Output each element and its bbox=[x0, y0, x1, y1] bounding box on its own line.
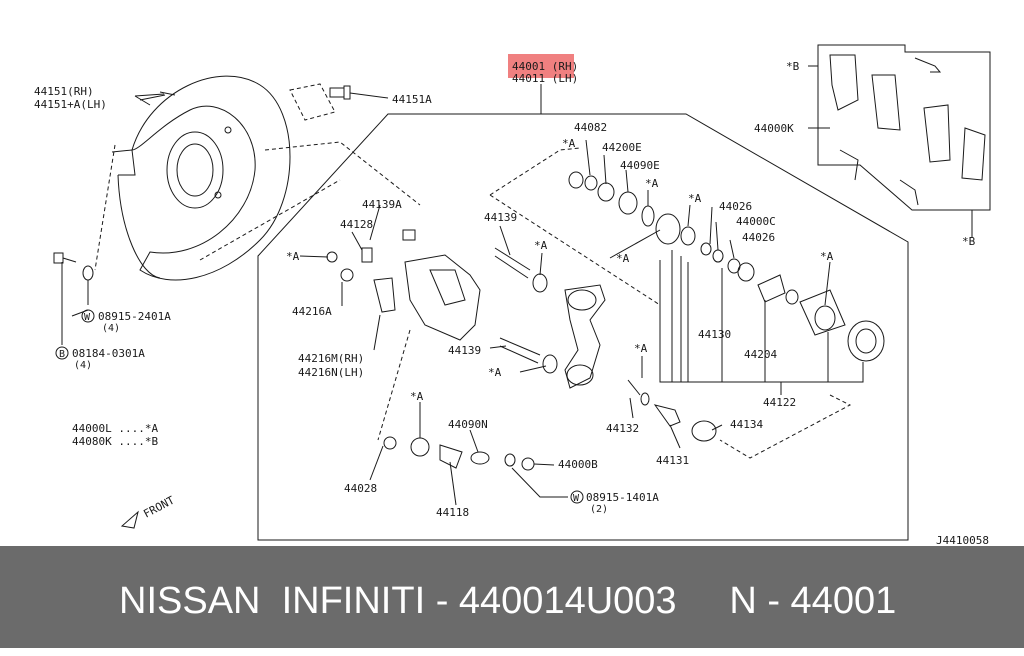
part-number-banner: NISSAN INFINITI - 440014U003 N - 44001 bbox=[0, 546, 1024, 648]
legend-kit-a: 44000L ....*A bbox=[72, 422, 158, 435]
label-44139a[interactable]: 44139A bbox=[362, 198, 402, 211]
label-44118[interactable]: 44118 bbox=[436, 506, 469, 519]
label-08915-2401a[interactable]: 08915-2401A bbox=[98, 310, 171, 323]
label-star-b-top: *B bbox=[786, 60, 800, 73]
label-08184-0301a[interactable]: 08184-0301A bbox=[72, 347, 145, 360]
label-44122[interactable]: 44122 bbox=[763, 396, 796, 409]
washer-symbol-w: W bbox=[84, 312, 91, 323]
label-44090e[interactable]: 44090E bbox=[620, 159, 660, 172]
label-44151-lh[interactable]: 44151+A(LH) bbox=[34, 98, 107, 111]
label-44000k[interactable]: 44000K bbox=[754, 122, 794, 135]
label-44200e[interactable]: 44200E bbox=[602, 141, 642, 154]
label-08915-1401a[interactable]: 08915-1401A bbox=[586, 491, 659, 504]
star-a-marker: *A bbox=[645, 177, 659, 190]
caliper-assembly-outline bbox=[257, 113, 909, 541]
label-44216n[interactable]: 44216N(LH) bbox=[298, 366, 364, 379]
label-44090n[interactable]: 44090N bbox=[448, 418, 488, 431]
star-a-marker: *A bbox=[562, 137, 576, 150]
label-44026-lower[interactable]: 44026 bbox=[742, 231, 775, 244]
label-44000c[interactable]: 44000C bbox=[736, 215, 776, 228]
label-08915-2401a-qty: (4) bbox=[102, 323, 120, 334]
label-44216a[interactable]: 44216A bbox=[292, 305, 332, 318]
star-a-marker: *A bbox=[820, 250, 834, 263]
label-44000b[interactable]: 44000B bbox=[558, 458, 598, 471]
brake-pad-shim bbox=[564, 284, 606, 389]
label-08184-0301a-qty: (4) bbox=[74, 360, 92, 371]
label-44151a[interactable]: 44151A bbox=[392, 93, 432, 106]
label-44001[interactable]: 44001 (RH) bbox=[512, 60, 578, 73]
label-44134[interactable]: 44134 bbox=[730, 418, 763, 431]
label-44128[interactable]: 44128 bbox=[340, 218, 373, 231]
leader-lines bbox=[71, 94, 831, 506]
caliper-bracket bbox=[404, 254, 481, 341]
label-44216m[interactable]: 44216M(RH) bbox=[298, 352, 364, 365]
drawing-lines bbox=[53, 44, 991, 541]
legend-kit-b: 44080K ....*B bbox=[72, 435, 158, 448]
selected-part-highlight bbox=[508, 54, 574, 78]
backing-plate bbox=[131, 75, 291, 281]
bolt-symbol-b: B bbox=[59, 349, 65, 360]
star-a-marker: *A bbox=[410, 390, 424, 403]
star-a-marker: *A bbox=[534, 239, 548, 252]
front-direction-label: FRONT bbox=[141, 493, 177, 520]
label-44130[interactable]: 44130 bbox=[698, 328, 731, 341]
label-44131[interactable]: 44131 bbox=[656, 454, 689, 467]
label-44204[interactable]: 44204 bbox=[744, 348, 777, 361]
star-a-marker: *A bbox=[688, 192, 702, 205]
label-44028[interactable]: 44028 bbox=[344, 482, 377, 495]
label-44151-rh[interactable]: 44151(RH) bbox=[34, 85, 94, 98]
diagram-code: J4410058 bbox=[936, 534, 989, 546]
star-a-marker: *A bbox=[616, 252, 630, 265]
label-08915-1401a-qty: (2) bbox=[590, 504, 608, 515]
label-star-b-right: *B bbox=[962, 235, 976, 248]
star-a-marker: *A bbox=[634, 342, 648, 355]
star-a-marker: *A bbox=[488, 366, 502, 379]
part-labels: 44001 (RH) 44011 (LH) 44151(RH) 44151+A(… bbox=[34, 60, 989, 546]
washer-symbol-w-lower: W bbox=[573, 493, 580, 504]
label-44026-upper[interactable]: 44026 bbox=[719, 200, 752, 213]
label-44082[interactable]: 44082 bbox=[574, 121, 607, 134]
annotation-circles bbox=[55, 309, 584, 504]
label-44139-lower[interactable]: 44139 bbox=[448, 344, 481, 357]
label-44139-upper[interactable]: 44139 bbox=[484, 211, 517, 224]
label-44011[interactable]: 44011 (LH) bbox=[512, 72, 578, 85]
parts-diagram: 44001 (RH) 44011 (LH) 44151(RH) 44151+A(… bbox=[34, 44, 991, 546]
part-number-banner-text: NISSAN INFINITI - 440014U003 N - 44001 bbox=[119, 580, 897, 622]
star-a-marker: *A bbox=[286, 250, 300, 263]
label-44132[interactable]: 44132 bbox=[606, 422, 639, 435]
diagram-canvas: 44001 (RH) 44011 (LH) 44151(RH) 44151+A(… bbox=[34, 44, 991, 546]
